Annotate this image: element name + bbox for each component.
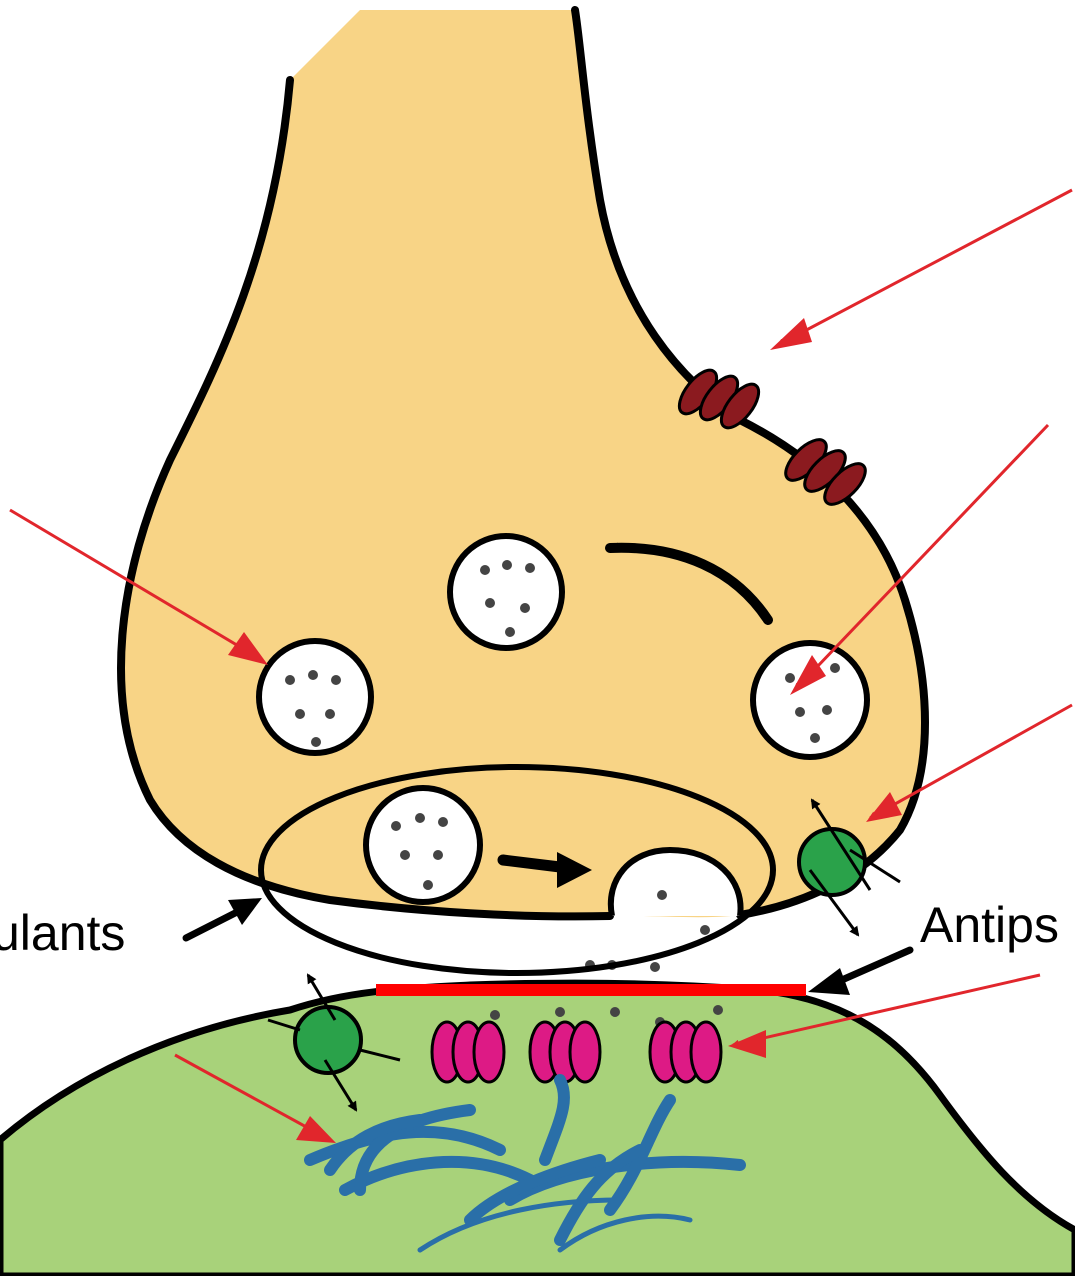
highlight-bar	[376, 984, 806, 996]
stimulants-label: ulants	[0, 908, 125, 958]
vesicle-icon	[366, 788, 480, 902]
receptor-icon	[432, 1022, 721, 1082]
vesicle-icon	[259, 641, 371, 753]
vesicle-icon	[450, 536, 562, 648]
antipsychotics-label: Antips	[920, 900, 1059, 950]
label-arrow-left	[186, 898, 262, 938]
label-arrow-right	[808, 950, 910, 995]
